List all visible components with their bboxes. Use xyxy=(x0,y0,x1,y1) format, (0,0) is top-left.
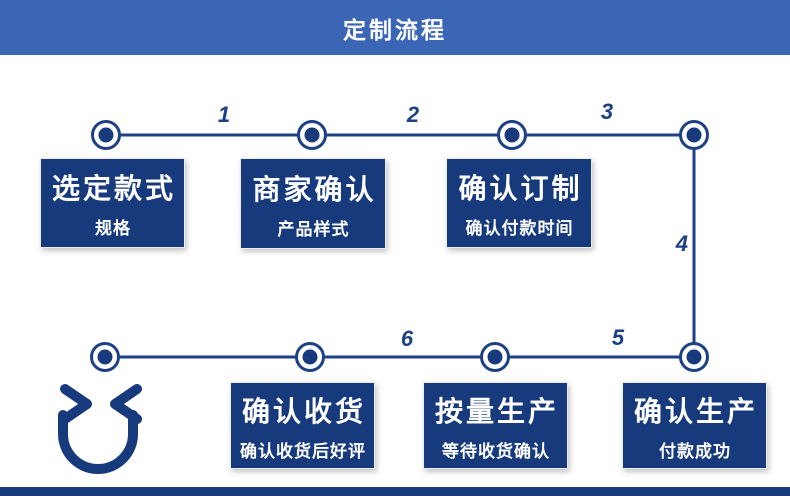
step-box-subtitle: 规格 xyxy=(95,219,131,238)
flow-node xyxy=(297,120,327,150)
flow-node xyxy=(295,342,325,372)
page-title: 定制流程 xyxy=(343,16,447,43)
step-box-subtitle: 确认付款时间 xyxy=(465,219,574,238)
step-number-4: 4 xyxy=(675,231,688,256)
step-box-subtitle: 产品样式 xyxy=(277,219,350,239)
flow-node xyxy=(480,342,510,372)
step-box-select-style: 选定款式 规格 xyxy=(40,158,185,248)
step-box-subtitle: 付款成功 xyxy=(659,441,731,461)
step-box-subtitle: 确认收货后好评 xyxy=(240,441,366,461)
flow-node xyxy=(679,342,709,372)
step-box-title: 确认收货 xyxy=(241,395,366,427)
step-box-title: 选定款式 xyxy=(51,173,176,204)
flow-node xyxy=(679,120,709,150)
step-box-merchant-confirm: 商家确认 产品样式 xyxy=(240,158,386,249)
step-box-title: 商家确认 xyxy=(252,173,377,205)
header-bar: 定制流程 xyxy=(0,0,790,55)
step-box-confirm-receipt: 确认收货 确认收货后好评 xyxy=(230,382,375,469)
flow-node xyxy=(91,120,121,150)
step-box-confirm-production: 确认生产 付款成功 xyxy=(622,382,767,469)
step-number-1: 1 xyxy=(217,102,231,127)
step-box-confirm-order: 确认订制 确认付款时间 xyxy=(446,158,592,248)
step-number-2: 2 xyxy=(406,102,420,127)
step-box-title: 确认生产 xyxy=(633,395,758,427)
next-section-divider-bar xyxy=(0,487,790,496)
step-box-subtitle: 等待收货确认 xyxy=(442,441,550,461)
flow-node xyxy=(90,342,120,372)
step-box-title: 确认订制 xyxy=(458,173,583,204)
winking-smiley-icon xyxy=(58,384,142,474)
step-box-production: 按量生产 等待收货确认 xyxy=(423,382,568,469)
step-box-title: 按量生产 xyxy=(434,395,559,427)
step-number-3: 3 xyxy=(600,99,614,124)
step-number-6: 6 xyxy=(400,326,414,351)
step-number-5: 5 xyxy=(611,325,625,350)
flow-node xyxy=(497,120,527,150)
